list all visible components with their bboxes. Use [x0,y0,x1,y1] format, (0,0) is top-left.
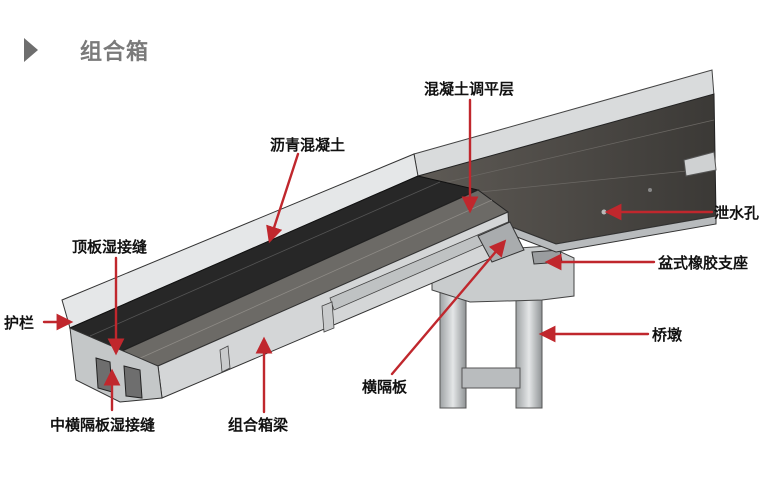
label-asphalt-concrete: 沥青混凝土 [270,136,346,154]
label-top-slab-wet-joint: 顶板湿接缝 [72,238,148,256]
pointer-asphalt [266,152,300,244]
header-arrow-icon [24,38,38,62]
label-composite-box-girder: 组合箱梁 [228,416,289,434]
leader-lines [42,98,714,414]
pointer-diaphragm [390,239,507,376]
page-title: 组合箱 [80,40,150,65]
stiffener-1 [321,301,335,333]
label-diaphragm: 横隔板 [362,378,408,396]
box-cell-left [95,357,113,393]
label-pot-rubber-bearing: 盆式橡胶支座 [658,254,749,272]
near-girder [61,153,525,403]
label-middle-diaphragm-wet-joint: 中横隔板湿接缝 [50,416,156,434]
label-drain-hole: 泄水孔 [714,204,760,222]
pier-tie-beam [461,367,521,389]
label-concrete-leveling-layer: 混凝土调平层 [424,80,515,98]
label-guardrail: 护栏 [4,314,35,332]
box-cell-right [123,365,143,399]
right-curb [683,151,717,177]
drain-hole-marker [601,209,607,215]
stiffener-2 [219,345,231,373]
label-pier: 桥墩 [652,326,683,344]
